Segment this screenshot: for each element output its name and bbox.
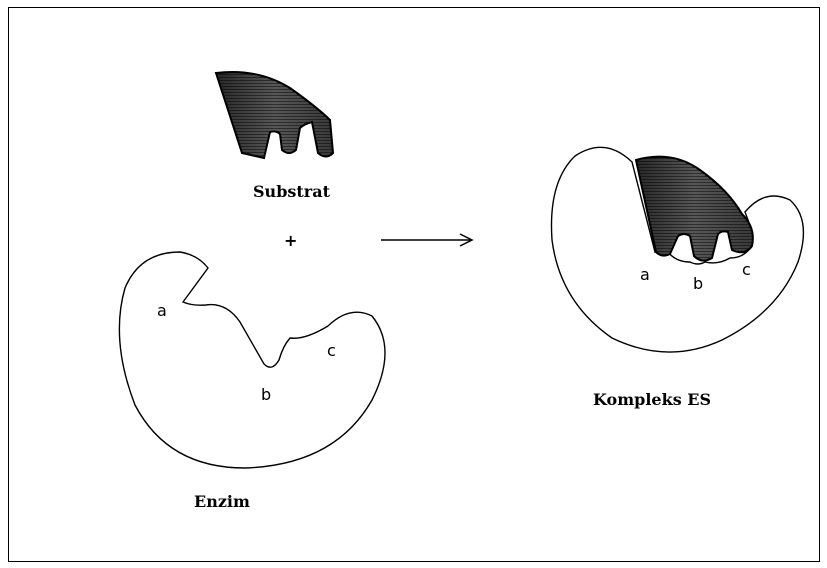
enzyme-label: Enzim xyxy=(194,492,250,511)
substrate-label: Substrat xyxy=(253,182,331,201)
substrate-shape xyxy=(216,72,333,158)
plus-sign: + xyxy=(284,231,297,250)
complex-site-b: b xyxy=(693,274,703,293)
complex-site-c: c xyxy=(742,260,751,279)
complex-site-a: a xyxy=(640,265,650,284)
complex-label: Kompleks ES xyxy=(593,390,711,409)
enzyme-shape xyxy=(119,252,385,468)
complex-substrate-shape xyxy=(636,157,753,261)
enzyme-site-a: a xyxy=(157,301,167,320)
enzyme-site-c: c xyxy=(327,341,336,360)
reaction-arrow xyxy=(381,234,472,246)
enzyme-site-b: b xyxy=(261,385,271,404)
